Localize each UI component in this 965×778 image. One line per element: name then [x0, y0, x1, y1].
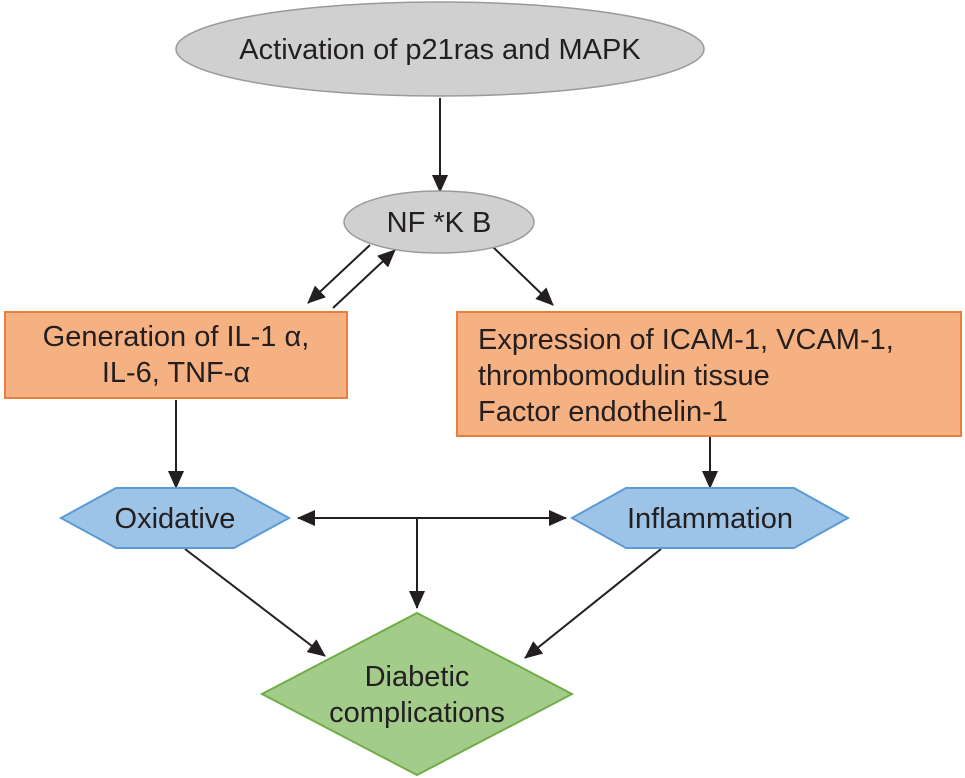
connectors	[168, 98, 718, 659]
node-activation: Activation of p21ras and MAPK	[175, 1, 705, 97]
arrow-oxidative-to-diabetic	[184, 548, 326, 657]
activation-label: Activation of p21ras and MAPK	[239, 34, 641, 66]
arrow-nfkb-to-expression	[492, 246, 554, 306]
node-nfkb: NF *K B	[343, 190, 535, 254]
arrow-nfkb-to-generation	[307, 244, 371, 304]
node-oxidative: Oxidative	[58, 487, 292, 549]
expression-line-1: Expression of ICAM-1, VCAM-1,	[478, 324, 894, 356]
nfkb-label: NF *K B	[387, 207, 492, 239]
generation-box	[4, 311, 348, 399]
expression-line-2: thrombomodulin tissue	[478, 360, 770, 392]
arrow-generation-to-nfkb	[332, 249, 396, 309]
expression-line-3: Factor endothelin-1	[478, 396, 728, 428]
diabetic-line-1: Diabetic	[365, 661, 470, 693]
inflammation-hexagon	[569, 487, 851, 549]
oxidative-hexagon	[58, 487, 292, 549]
generation-line-1: Generation of IL-1 α,	[43, 321, 310, 353]
node-expression: Expression of ICAM-1, VCAM-1, thrombomod…	[456, 311, 962, 437]
inflammation-label: Inflammation	[627, 503, 793, 535]
diabetic-diamond	[259, 611, 575, 777]
arrow-inflammation-to-diabetic	[524, 548, 662, 659]
nfkb-ellipse	[343, 190, 535, 254]
activation-ellipse	[175, 1, 705, 97]
diabetic-line-2: complications	[329, 697, 505, 729]
node-diabetic: Diabetic complications	[259, 611, 575, 777]
node-inflammation: Inflammation	[569, 487, 851, 549]
node-generation: Generation of IL-1 α, IL-6, TNF-α	[4, 311, 348, 399]
generation-line-2: IL-6, TNF-α	[102, 357, 250, 389]
expression-box	[456, 311, 962, 437]
oxidative-label: Oxidative	[115, 503, 236, 535]
